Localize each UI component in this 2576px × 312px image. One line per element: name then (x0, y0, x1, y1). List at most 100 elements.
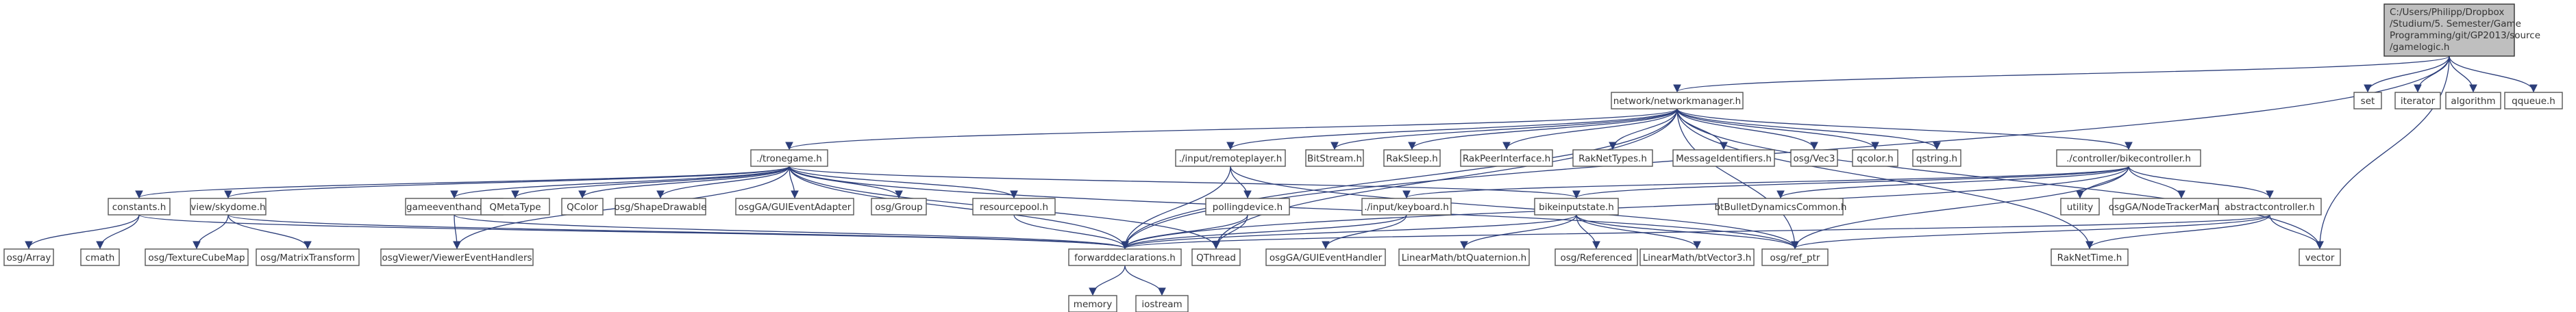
node-algorithm[interactable]: algorithm (2445, 92, 2501, 109)
node-pollingdevice[interactable]: pollingdevice.h (1205, 198, 1290, 216)
node-bikecontroller-label: ./controller/bikecontroller.h (2066, 153, 2191, 164)
node-raknettime-label: RakNetTime.h (2057, 252, 2122, 263)
edge-bikecontroller-to-nodetracker (2128, 166, 2185, 199)
node-networkmanager[interactable]: network/networkmanager.h (1611, 92, 1744, 109)
node-qqueue[interactable]: qqueue.h (2504, 92, 2563, 109)
node-raknettypes[interactable]: RakNetTypes.h (1572, 149, 1653, 167)
node-rakpeerinterface[interactable]: RakPeerInterface.h (1460, 149, 1553, 167)
node-raknettime[interactable]: RakNetTime.h (2051, 248, 2129, 266)
node-guieventhandler[interactable]: osgGA/GUIEventHandler (1265, 248, 1386, 266)
node-vector[interactable]: vector (2299, 248, 2341, 266)
edge-tronengame-to-refptr (789, 166, 1799, 250)
edge-bikecontroller-to-keyboard (1402, 166, 2129, 199)
node-refptr[interactable]: osg/ref_ptr (1761, 248, 1829, 266)
edge-keyboard-to-forwarddecl (1121, 214, 1407, 250)
node-qcolor_h[interactable]: qcolor.h (1852, 149, 1898, 167)
node-osggroup-label: osg/Group (875, 202, 923, 213)
node-memory[interactable]: memory (1068, 295, 1117, 312)
node-matrixtransform-label: osg/MatrixTransform (260, 252, 355, 263)
edge-bikeinputstate-to-btvector3 (1576, 214, 1701, 250)
edge-skydome-to-forwarddecl (227, 214, 1129, 250)
node-viewereventhandlers[interactable]: osgViewer/ViewerEventHandlers (380, 248, 534, 266)
node-matrixtransform-box (256, 248, 360, 266)
node-iostream[interactable]: iostream (1135, 295, 1189, 312)
node-abstractcontroller[interactable]: abstractcontroller.h (2218, 198, 2322, 216)
node-utility-label: utility (2067, 202, 2093, 213)
node-raksleep-label: RakSleep.h (1386, 153, 1438, 164)
edge-networkmanager-to-refptr (1676, 108, 1799, 250)
node-texturecubemap[interactable]: osg/TextureCubeMap (145, 248, 249, 266)
node-qthread[interactable]: QThread (1191, 248, 1241, 266)
edge-root-to-networkmanager (1673, 55, 2450, 93)
node-cmath-box (80, 248, 120, 266)
node-btvector3[interactable]: LinearMath/btVector3.h (1639, 248, 1755, 266)
edge-tronengame-to-shapedrawable (656, 166, 790, 199)
node-raksleep[interactable]: RakSleep.h (1383, 149, 1441, 167)
node-bitstream[interactable]: BitStream.h (1305, 149, 1364, 167)
node-skydome[interactable]: view/skydome.h (190, 198, 267, 216)
node-vector-label: vector (2305, 252, 2335, 263)
node-utility[interactable]: utility (2060, 198, 2100, 216)
node-constants[interactable]: constants.h (108, 198, 171, 216)
node-resourcepool[interactable]: resourcepool.h (972, 198, 1056, 216)
node-shapedrawable[interactable]: osg/ShapeDrawable (615, 198, 707, 216)
root-label-line-1: /Studium/5. Semester/Game (2390, 18, 2521, 29)
edge-tronengame-to-gameeventhandler (450, 166, 790, 199)
node-tronengame[interactable]: ./tronegame.h (750, 149, 828, 167)
node-bitstream-box (1305, 149, 1364, 167)
edge-abstractcontroller-to-vector (2269, 214, 2324, 250)
node-remoteplayer[interactable]: ./input/remoteplayer.h (1175, 149, 1286, 167)
node-forwarddecl[interactable]: forwarddeclarations.h (1068, 248, 1182, 266)
edge-tronengame-to-osggroup (789, 166, 903, 199)
node-matrixtransform[interactable]: osg/MatrixTransform (256, 248, 360, 266)
edge-tronengame-to-bikeinputstate (789, 166, 1581, 199)
node-qstring-box (1912, 149, 1961, 167)
node-remoteplayer-box (1175, 149, 1286, 167)
node-viewereventhandlers-label: osgViewer/ViewerEventHandlers (382, 252, 532, 263)
node-btbulletdyn[interactable]: btBulletDynamicsCommon.h (1714, 198, 1847, 216)
edge-keyboard-to-guieventhandler (1322, 214, 1407, 250)
node-bikecontroller[interactable]: ./controller/bikecontroller.h (2056, 149, 2201, 167)
node-osgarray[interactable]: osg/Array (3, 248, 54, 266)
node-guieventadapter-box (735, 198, 854, 216)
node-qcolor[interactable]: QColor (561, 198, 604, 216)
node-btbulletdyn-box (1718, 198, 1844, 216)
node-gameeventhandler-label: gameeventhandler.h (406, 202, 502, 213)
node-raknettypes-box (1572, 149, 1653, 167)
node-set[interactable]: set (2353, 92, 2382, 109)
node-osggroup[interactable]: osg/Group (871, 198, 927, 216)
edge-networkmanager-to-qstring (1676, 108, 1941, 151)
edge-root-to-set (2364, 55, 2450, 93)
node-iostream-box (1135, 295, 1189, 312)
node-btquaternion[interactable]: LinearMath/btQuaternion.h (1398, 248, 1530, 266)
node-messageidentifiers[interactable]: MessageIdentifiers.h (1672, 149, 1775, 167)
node-osgarray-label: osg/Array (7, 252, 51, 263)
node-qcolor_h-label: qcolor.h (1857, 153, 1893, 164)
node-keyboard[interactable]: ./input/keyboard.h (1361, 198, 1452, 216)
edge-forwarddecl-to-iostream (1124, 265, 1166, 296)
node-qmetatype[interactable]: QMetaType (480, 198, 550, 216)
node-qstring[interactable]: qstring.h (1912, 149, 1961, 167)
node-cmath[interactable]: cmath (80, 248, 120, 266)
node-root-box (2383, 3, 2515, 57)
node-root[interactable]: C:/Users/Philipp/Dropbox/Studium/5. Seme… (2383, 3, 2540, 57)
node-memory-label: memory (1074, 299, 1112, 310)
node-vector-box (2299, 248, 2341, 266)
edge-skydome-to-texturecubemap (193, 214, 229, 250)
node-btbulletdyn-label: btBulletDynamicsCommon.h (1714, 202, 1846, 213)
node-set-box (2353, 92, 2382, 109)
node-tronengame-box (750, 149, 828, 167)
node-messageidentifiers-box (1672, 149, 1775, 167)
edge-networkmanager-to-bitstream (1330, 108, 1678, 151)
node-osgvec3[interactable]: osg/Vec3 (1790, 149, 1838, 167)
node-iterator[interactable]: iterator (2394, 92, 2441, 109)
node-forwarddecl-box (1068, 248, 1182, 266)
node-qthread-box (1191, 248, 1241, 266)
edge-networkmanager-to-qcolor_h (1676, 108, 1879, 151)
edge-tronengame-to-qmetatype (511, 166, 790, 199)
node-osgreferenced[interactable]: osg/Referenced (1555, 248, 1638, 266)
node-bikeinputstate[interactable]: bikeinputstate.h (1534, 198, 1619, 216)
node-guieventadapter[interactable]: osgGA/GUIEventAdapter (735, 198, 854, 216)
node-resourcepool-box (972, 198, 1056, 216)
